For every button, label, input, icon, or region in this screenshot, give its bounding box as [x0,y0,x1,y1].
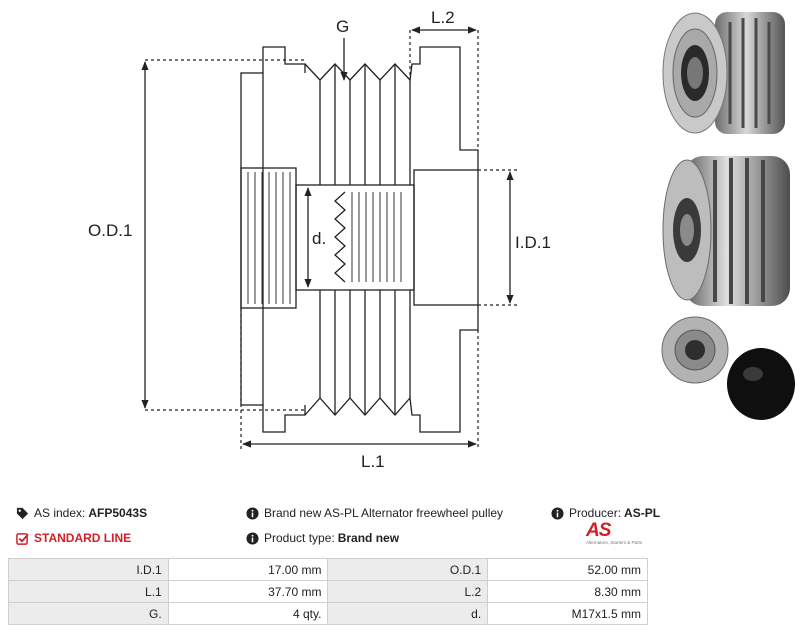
description-row: Brand new AS-PL Alternator freewheel pul… [246,506,503,520]
info-icon [246,506,259,520]
as-index-value: AFP5043S [88,506,148,520]
as-logo-tagline: Alternators, Starters & Parts [586,540,643,545]
producer-label: Producer: [569,506,622,520]
id1-label: I.D.1 [515,233,551,252]
spec-value: M17x1.5 mm [487,602,648,625]
pulley-bearing-outline [413,169,479,306]
spec-label: G. [8,602,169,625]
as-pl-logo: AS Alternators, Starters & Parts [586,520,648,552]
spec-value: 37.70 mm [167,580,329,603]
pulley-front-photo [662,12,785,134]
spec-label: d. [327,602,489,625]
table-row: G. 4 qty. d. M17x1.5 mm [8,602,648,625]
spec-label: I.D.1 [8,558,169,581]
info-icon [551,506,564,520]
product-type-row: Product type: Brand new [246,531,399,545]
pulley-parts-photo [661,316,795,420]
product-type-label: Product type: [264,531,335,545]
product-type-value: Brand new [337,531,400,545]
pulley-grooves-top [304,46,479,170]
l2-label: L.2 [431,8,455,27]
spec-value: 4 qty. [167,602,329,625]
spec-label: O.D.1 [327,558,489,581]
producer-row: Producer: AS-PL [551,506,660,520]
table-row: I.D.1 17.00 mm O.D.1 52.00 mm [8,558,648,581]
d-label: d. [312,229,326,248]
pulley-grooves-bottom [304,305,479,433]
pulley-thread-zigzag [334,191,346,283]
spec-value: 52.00 mm [487,558,648,581]
standard-line-row: STANDARD LINE [16,531,131,545]
pulley-side-photo [662,156,790,306]
pulley-groove-lines [319,64,411,415]
spec-label: L.1 [8,580,169,603]
spec-table: I.D.1 17.00 mm O.D.1 52.00 mm L.1 37.70 … [8,558,648,625]
checkbox-checked-icon [16,532,29,545]
pulley-body-outline [262,46,306,433]
od1-label: O.D.1 [88,221,132,240]
spec-value: 8.30 mm [487,580,648,603]
table-row: L.1 37.70 mm L.2 8.30 mm [8,580,648,603]
spec-value: 17.00 mm [167,558,329,581]
as-logo-mark: AS [586,520,611,541]
as-index-row: AS index: AFP5043S [16,506,147,520]
pulley-hub-outline [240,72,264,406]
producer-value: AS-PL [624,506,661,520]
tags-icon [16,507,29,519]
description-text: Brand new AS-PL Alternator freewheel pul… [264,506,504,520]
pulley-knurl-outline [240,167,297,309]
standard-line-label: STANDARD LINE [34,531,132,545]
info-icon [246,531,259,545]
pulley-technical-drawing: G L.2 O.D.1 d. I.D.1 L.1 [88,8,551,471]
l1-label: L.1 [361,452,385,471]
as-index-label: AS index: [34,506,86,520]
spec-label: L.2 [327,580,489,603]
g-label: G [336,17,349,36]
